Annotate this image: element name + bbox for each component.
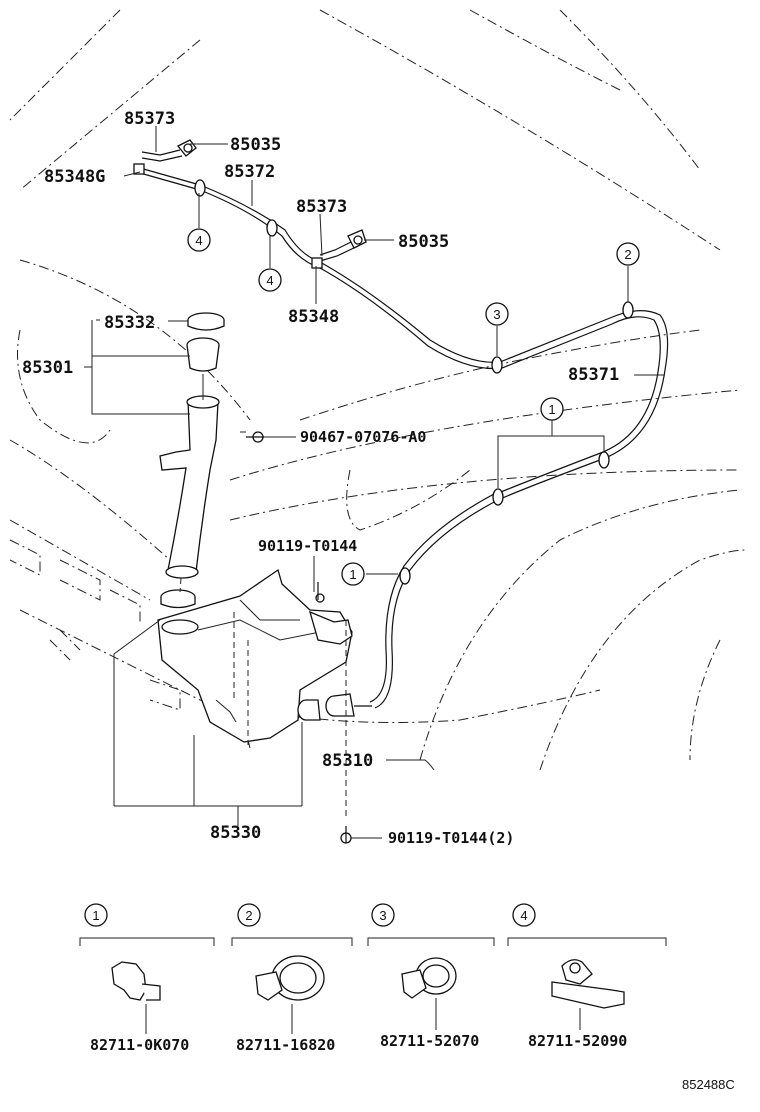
marker-1-b: 1 (341, 562, 365, 586)
label-85035-right: 85035 (398, 232, 449, 252)
marker-2: 2 (616, 242, 640, 266)
label-90119-t0144-2: 90119-T0144(2) (388, 829, 514, 847)
label-85348: 85348 (288, 307, 339, 327)
label-85348g: 85348G (44, 167, 105, 187)
label-85310: 85310 (322, 751, 373, 771)
svg-text:3: 3 (379, 908, 386, 923)
svg-text:1: 1 (349, 567, 356, 582)
legend-item-1: 1 82711-0K070 (79, 903, 215, 1054)
hose-clips (194, 179, 634, 585)
marker-4-a: 4 (187, 228, 211, 252)
label-85035-top: 85035 (230, 135, 281, 155)
marker-3: 3 (485, 302, 509, 326)
diagram-code: 852488C (682, 1077, 735, 1092)
clip-markers: 4 4 3 2 1 1 (187, 228, 640, 586)
label-85330: 85330 (210, 823, 261, 843)
clip-legend: 1 82711-0K070 2 82711-16820 3 (79, 903, 667, 1054)
callout-labels: 85373 85035 85348G 85372 85373 85035 853… (22, 109, 619, 847)
washer-tank (157, 568, 372, 749)
label-85371: 85371 (568, 365, 619, 385)
svg-text:2: 2 (245, 908, 252, 923)
label-85332: 85332 (104, 313, 155, 333)
svg-text:3: 3 (493, 307, 500, 322)
legend-part-3: 82711-52070 (380, 1032, 479, 1050)
washer-hoses (139, 149, 669, 709)
legend-part-2: 82711-16820 (236, 1036, 335, 1054)
svg-text:4: 4 (266, 273, 273, 288)
svg-text:1: 1 (92, 908, 99, 923)
svg-text:2: 2 (624, 247, 631, 262)
bolt-bottom (340, 826, 352, 844)
label-85372: 85372 (224, 162, 275, 182)
washer-nozzles (133, 139, 367, 269)
legend-item-2: 2 82711-16820 (231, 903, 353, 1054)
label-90467-07076-a0: 90467-07076-A0 (300, 428, 426, 446)
leader-lines (84, 126, 664, 839)
legend-part-4: 82711-52090 (528, 1032, 627, 1050)
svg-text:4: 4 (195, 233, 202, 248)
legend-item-3: 3 82711-52070 (367, 903, 495, 1050)
label-85373-top: 85373 (124, 109, 175, 129)
assembly-lines (179, 376, 347, 820)
legend-item-4: 4 82711-52090 (507, 903, 667, 1050)
svg-text:4: 4 (520, 908, 527, 923)
vehicle-outline (9, 9, 746, 771)
svg-text:1: 1 (548, 402, 555, 417)
marker-4-b: 4 (258, 268, 282, 292)
label-85301: 85301 (22, 358, 73, 378)
washer-inlet-assembly (159, 312, 264, 609)
marker-1-a: 1 (540, 397, 564, 421)
legend-part-1: 82711-0K070 (90, 1036, 189, 1054)
label-85373-right: 85373 (296, 197, 347, 217)
label-90119-t0144: 90119-T0144 (258, 537, 357, 555)
